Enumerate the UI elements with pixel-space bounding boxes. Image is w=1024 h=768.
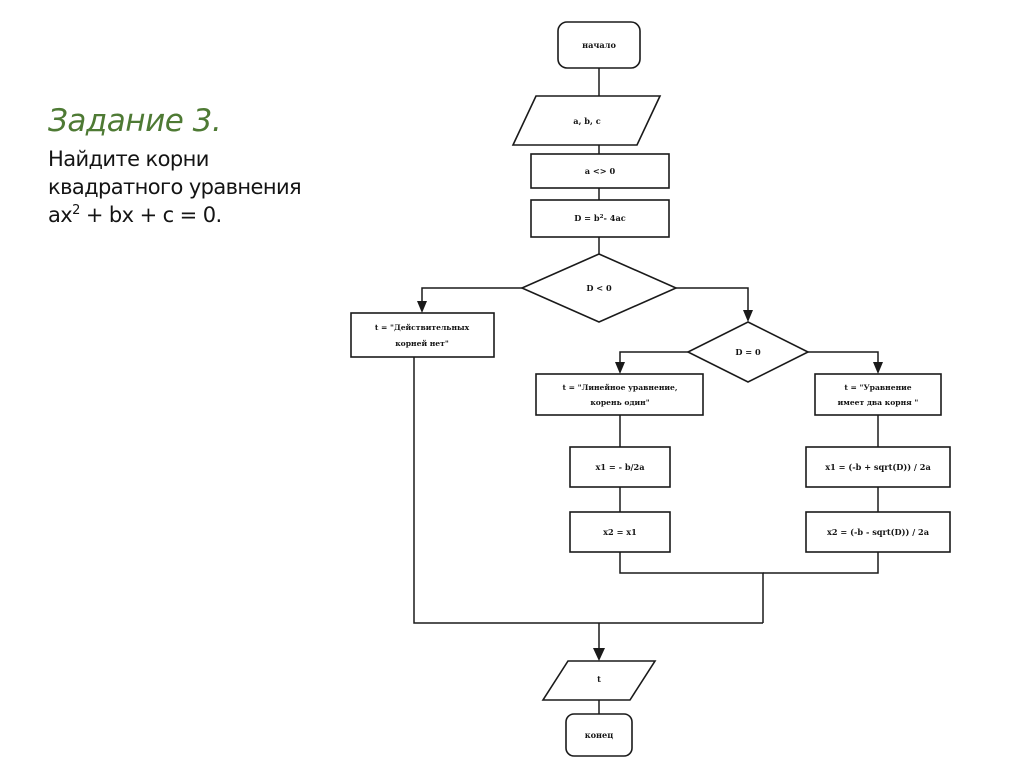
arrowhead-linear: [615, 362, 625, 374]
node-x1-two[interactable]: x1 = (-b + sqrt(D)) / 2a: [805, 446, 951, 488]
node-assert-a-label: a <> 0: [585, 166, 616, 176]
node-start-label: начало: [582, 40, 616, 50]
discriminant-prefix: D = b: [574, 213, 600, 223]
arrowhead-decision2: [743, 310, 753, 322]
connector-noroots-to-bus: [413, 357, 763, 624]
node-decision-d-lt-0-label: D < 0: [586, 283, 612, 293]
node-two-roots-msg[interactable]: t = "Уравнение имеет два корня ": [814, 373, 942, 416]
node-discriminant[interactable]: D = b2- 4ac: [530, 199, 670, 238]
node-no-real-roots[interactable]: t = "Действительных корней нет": [350, 312, 495, 358]
node-x2-two[interactable]: x2 = (-b - sqrt(D)) / 2a: [805, 511, 951, 553]
task-line-3: ax2 + bx + c = 0.: [48, 202, 348, 230]
page-title: Задание 3.: [48, 103, 222, 139]
connector-decision2-false-to-tworoots: [808, 351, 879, 364]
node-linear-msg[interactable]: t = "Линейное уравнение, корень один": [535, 373, 704, 416]
node-x1-single[interactable]: x1 = - b/2a: [569, 446, 671, 488]
node-no-real-roots-label-line-2: корней нет": [395, 339, 449, 348]
node-end[interactable]: конец: [565, 713, 633, 757]
node-start[interactable]: начало: [557, 21, 641, 69]
node-end-label: конец: [585, 730, 614, 740]
node-x1-single-label: x1 = - b/2a: [595, 462, 645, 472]
node-two-roots-msg-label-line-2: имеет два корня ": [838, 398, 919, 407]
discriminant-suffix: - 4ac: [604, 213, 626, 223]
flowchart-connectors: [413, 68, 883, 714]
node-input-label: a, b, c: [573, 116, 600, 126]
node-linear-msg-label-line-1: t = "Линейное уравнение,: [562, 383, 677, 392]
node-no-real-roots-label-line-1: t = "Действительных: [375, 323, 470, 332]
node-x2-single-label: x2 = x1: [603, 527, 637, 537]
task-line-2: квадратного уравнения: [48, 174, 302, 199]
node-decision-d-eq-0[interactable]: D = 0: [686, 321, 810, 383]
connector-right-into-merge: [763, 552, 879, 574]
node-assert-a[interactable]: a <> 0: [530, 153, 670, 189]
node-decision-d-lt-0[interactable]: D < 0: [520, 253, 678, 323]
arrowhead-noroots: [417, 301, 427, 313]
node-linear-msg-label-line-2: корень один": [590, 398, 649, 407]
node-output-label: t: [597, 674, 601, 684]
equation-prefix: ax: [48, 202, 73, 227]
arrowhead-tworoots: [873, 362, 883, 374]
connector-decision1-true-to-noroots: [421, 287, 522, 304]
connector-decision2-true-to-linear: [619, 351, 688, 364]
node-discriminant-label: D = b2- 4ac: [574, 213, 626, 223]
node-x1-two-label: x1 = (-b + sqrt(D)) / 2a: [825, 462, 931, 472]
task-line-1: Найдите корни: [48, 147, 209, 172]
node-x2-single[interactable]: x2 = x1: [569, 511, 671, 553]
equation-exponent: 2: [72, 202, 80, 218]
node-input[interactable]: a, b, c: [511, 95, 662, 146]
discriminant-exponent: 2: [600, 213, 604, 219]
node-decision-d-eq-0-label: D = 0: [735, 347, 761, 357]
arrowhead-output: [593, 648, 605, 661]
task-text-block: Задание 3. Найдите корни квадратного ура…: [48, 104, 348, 229]
node-two-roots-msg-label-line-1: t = "Уравнение: [844, 383, 911, 392]
task-description: Найдите корни квадратного уравнения ax2 …: [48, 146, 348, 229]
connector-merge-middle-right: [619, 552, 764, 623]
node-x2-two-label: x2 = (-b - sqrt(D)) / 2a: [827, 527, 930, 537]
node-output[interactable]: t: [541, 660, 657, 701]
equation-suffix: + bx + c = 0.: [85, 202, 222, 227]
connector-decision1-false-to-decision2: [676, 287, 749, 312]
